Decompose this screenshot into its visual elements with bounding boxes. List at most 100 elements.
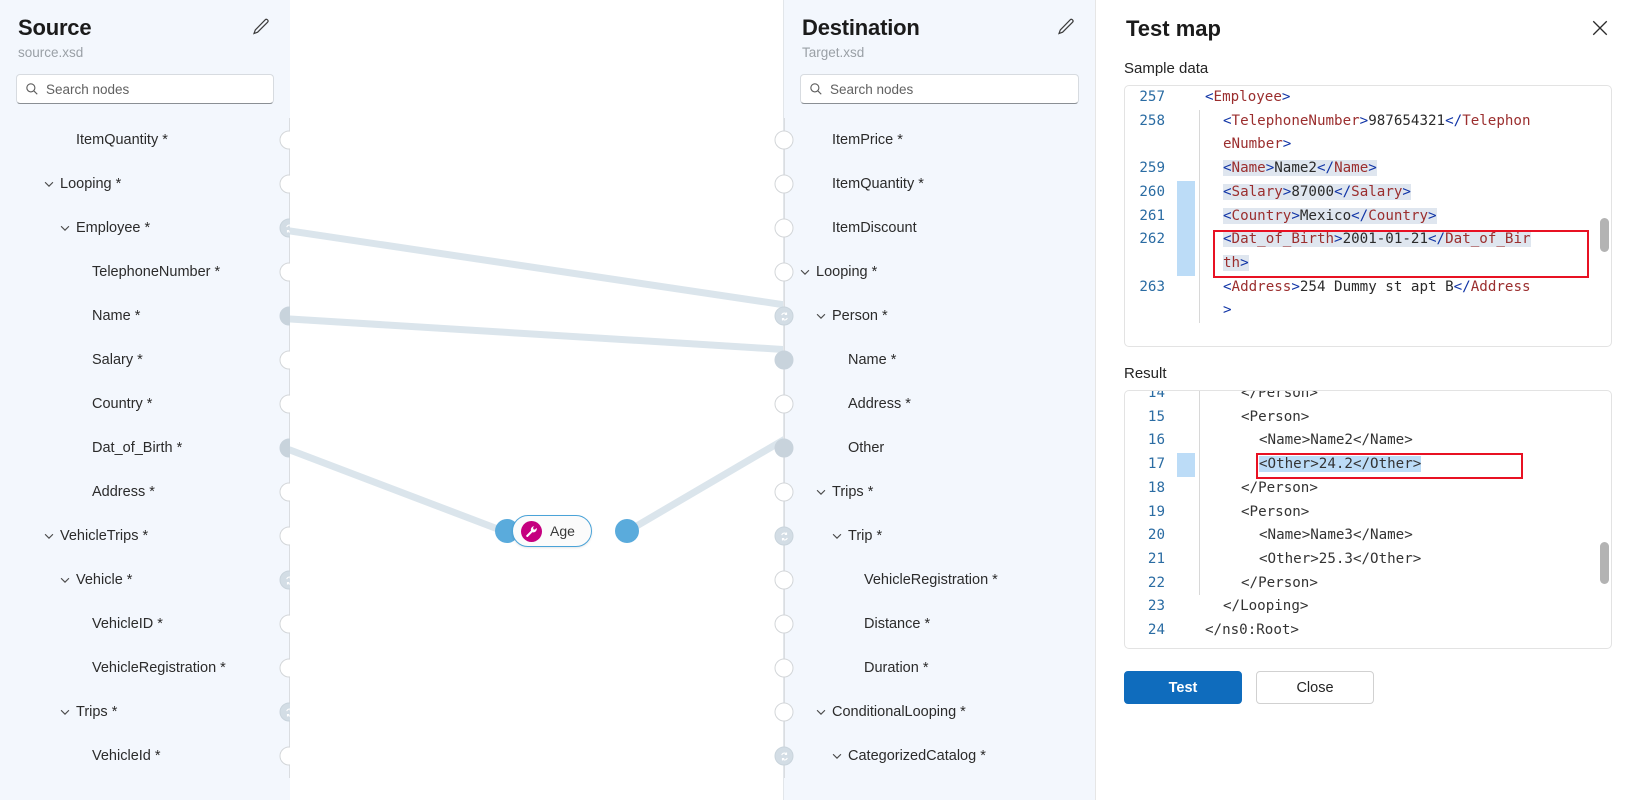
sample-data-editor[interactable]: 257<Employee>258<TelephoneNumber>9876543… [1124, 85, 1612, 347]
destination-node-categorizedcatalog[interactable]: CategorizedCatalog * [784, 734, 1095, 778]
destination-connector-filled[interactable] [774, 350, 794, 370]
destination-node-label: CategorizedCatalog * [848, 748, 986, 764]
chevron-down-icon[interactable] [814, 485, 828, 499]
code-content: <Country>Mexico</Country> [1195, 204, 1437, 229]
line-number: 18 [1147, 479, 1165, 496]
code-line: 15<Person> [1125, 405, 1611, 430]
chevron-down-icon[interactable] [58, 573, 72, 587]
gutter-gap [1177, 501, 1195, 525]
destination-node-name[interactable]: Name * [784, 338, 1095, 382]
close-button[interactable]: Close [1256, 671, 1374, 704]
destination-node-distance[interactable]: Distance * [784, 602, 1095, 646]
source-node-vehicle[interactable]: Vehicle * [0, 558, 290, 602]
destination-connector-empty[interactable] [774, 658, 794, 678]
destination-connector-filled[interactable] [774, 438, 794, 458]
source-node-vehicleregistration[interactable]: VehicleRegistration * [0, 646, 290, 690]
result-label: Result [1124, 365, 1167, 382]
indent-guide [1199, 429, 1200, 454]
source-node-vehicleid[interactable]: VehicleID * [0, 602, 290, 646]
destination-node-address[interactable]: Address * [784, 382, 1095, 426]
edge-dob-age [290, 446, 507, 535]
gutter-gap [1177, 595, 1195, 619]
code-content: <Name>Name3</Name> [1195, 524, 1413, 548]
test-button[interactable]: Test [1124, 671, 1242, 704]
source-node-employee[interactable]: Employee * [0, 206, 290, 250]
source-node-vehicletrips[interactable]: VehicleTrips * [0, 514, 290, 558]
source-node-vehicleid[interactable]: VehicleId * [0, 734, 290, 778]
sample-scrollbar[interactable] [1600, 218, 1609, 252]
chevron-down-icon[interactable] [830, 529, 844, 543]
destination-node-itemprice[interactable]: ItemPrice * [784, 118, 1095, 162]
function-node-age[interactable]: Age [512, 515, 592, 547]
destination-connector-empty[interactable] [774, 482, 794, 502]
destination-node-vehicleregistration[interactable]: VehicleRegistration * [784, 558, 1095, 602]
chevron-down-icon[interactable] [42, 529, 56, 543]
chevron-down-icon[interactable] [58, 705, 72, 719]
pencil-icon[interactable] [1053, 14, 1079, 40]
destination-connector-empty[interactable] [774, 614, 794, 634]
source-node-country[interactable]: Country * [0, 382, 290, 426]
pencil-icon[interactable] [248, 14, 274, 40]
chevron-down-icon[interactable] [814, 309, 828, 323]
destination-connector-loop[interactable] [774, 306, 794, 326]
destination-connector-loop[interactable] [774, 746, 794, 766]
destination-node-itemquantity[interactable]: ItemQuantity * [784, 162, 1095, 206]
chevron-down-icon[interactable] [830, 749, 844, 763]
destination-node-trip[interactable]: Trip * [784, 514, 1095, 558]
code-line: 261<Country>Mexico</Country> [1125, 204, 1611, 229]
source-search-input[interactable]: Search nodes [16, 74, 274, 104]
chevron-down-icon[interactable] [42, 177, 56, 191]
result-scrollbar[interactable] [1600, 542, 1609, 584]
destination-node-label: ConditionalLooping * [832, 704, 966, 720]
destination-connector-empty[interactable] [774, 174, 794, 194]
destination-search-placeholder: Search nodes [830, 81, 914, 97]
line-number: 21 [1147, 550, 1165, 567]
destination-connector-empty[interactable] [774, 262, 794, 282]
code-content: <Address>254 Dummy st apt B</Address> [1195, 275, 1537, 324]
mapping-canvas[interactable]: Age [290, 0, 783, 800]
source-node-name[interactable]: Name * [0, 294, 290, 338]
source-node-salary[interactable]: Salary * [0, 338, 290, 382]
chevron-down-icon[interactable] [798, 265, 812, 279]
indent-guide [1199, 157, 1200, 181]
destination-node-other[interactable]: Other [784, 426, 1095, 470]
source-node-address[interactable]: Address * [0, 470, 290, 514]
destination-search-input[interactable]: Search nodes [800, 74, 1079, 104]
destination-connector-empty[interactable] [774, 218, 794, 238]
source-node-label: Country * [92, 396, 153, 412]
source-node-label: Trips * [76, 704, 118, 720]
source-node-datofbirth[interactable]: Dat_of_Birth * [0, 426, 290, 470]
close-icon[interactable] [1586, 14, 1614, 42]
result-editor[interactable]: 14</Person>15<Person>16<Name>Name2</Name… [1124, 390, 1612, 649]
destination-node-trips[interactable]: Trips * [784, 470, 1095, 514]
gutter-gap [1177, 391, 1195, 406]
source-filename: source.xsd [18, 45, 84, 60]
indent-guide [1199, 453, 1200, 477]
source-node-label: VehicleId * [92, 748, 161, 764]
destination-connector-empty[interactable] [774, 570, 794, 590]
code-line: 263<Address>254 Dummy st apt B</Address> [1125, 275, 1611, 324]
destination-connector-empty[interactable] [774, 130, 794, 150]
destination-node-label: Duration * [864, 660, 929, 676]
chevron-down-icon[interactable] [814, 705, 828, 719]
destination-connector-empty[interactable] [774, 394, 794, 414]
source-node-looping[interactable]: Looping * [0, 162, 290, 206]
destination-node-itemdiscount[interactable]: ItemDiscount [784, 206, 1095, 250]
chevron-down-icon[interactable] [58, 221, 72, 235]
destination-node-person[interactable]: Person * [784, 294, 1095, 338]
destination-node-looping[interactable]: Looping * [784, 250, 1095, 294]
destination-connector-loop[interactable] [774, 526, 794, 546]
destination-node-conditionallooping[interactable]: ConditionalLooping * [784, 690, 1095, 734]
source-node-telephonenumber[interactable]: TelephoneNumber * [0, 250, 290, 294]
destination-node-duration[interactable]: Duration * [784, 646, 1095, 690]
code-content: <Name>Name2</Name> [1195, 157, 1377, 181]
source-node-label: VehicleID * [92, 616, 163, 632]
destination-connector-empty[interactable] [774, 702, 794, 722]
chevron-spacer [846, 617, 860, 631]
code-content: <Person> [1195, 500, 1309, 525]
function-output-handle[interactable] [615, 519, 639, 543]
code-content: </ns0:Root> [1205, 622, 1299, 639]
source-node-label: Address * [92, 484, 155, 500]
source-node-itemquantity[interactable]: ItemQuantity * [0, 118, 290, 162]
source-node-trips[interactable]: Trips * [0, 690, 290, 734]
